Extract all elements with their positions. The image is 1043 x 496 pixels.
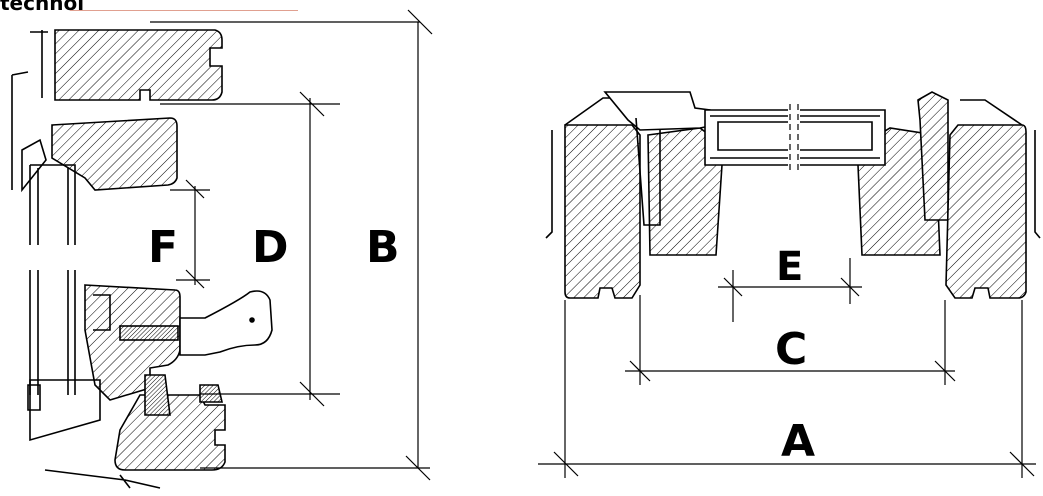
left-jamb [564,124,641,299]
window-handle [179,290,273,356]
label-F: F [148,222,178,273]
sill-frame [114,394,226,471]
horizontal-section [538,91,1041,478]
label-A: A [781,416,815,467]
label-C: C [775,324,807,375]
upper-sash [51,117,178,191]
glass-pane [29,164,76,245]
head-frame [54,29,223,101]
insulation-strip [119,325,179,341]
label-B: B [366,222,400,273]
label-D: D [252,222,289,273]
label-E: E [776,244,803,290]
sill-trim [27,379,101,442]
dimension-lines-horizontal [538,258,1036,478]
dimension-lines [150,9,433,481]
vertical-section [11,9,433,489]
wall-facing [11,30,48,190]
header-rule [70,10,298,11]
header-title: technol [0,0,85,15]
right-jamb [945,124,1027,299]
